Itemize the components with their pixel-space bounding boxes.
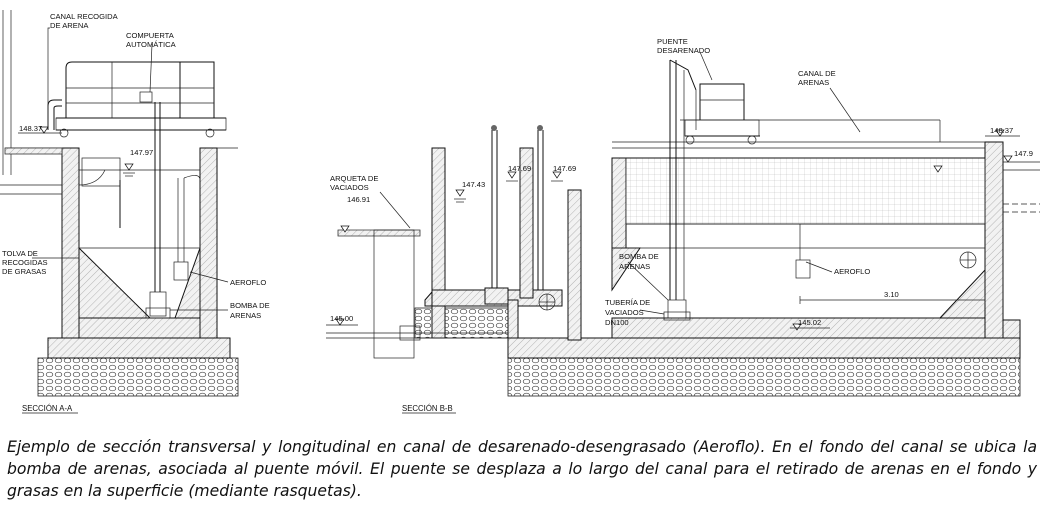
section-b-title: SECCIÓN B-B — [402, 404, 453, 413]
chamber-wall-1 — [431, 147, 446, 339]
technical-drawing: CANAL RECOGIDA DE ARENA COMPUERTA AUTOMÁ… — [0, 10, 1040, 414]
label-aeroflo-b: AEROFLO — [834, 267, 870, 276]
label-canal-arenas-2: ARENAS — [798, 78, 829, 87]
section-a-drawing — [0, 10, 239, 414]
label-aeroflo-a: AEROFLO — [230, 278, 266, 287]
elevation-b-floor: 145.02 — [798, 318, 821, 327]
elevation-b-arqueta: 146.91 — [347, 195, 370, 204]
label-puente-1: PUENTE — [657, 37, 688, 46]
chamber-wall-3 — [567, 189, 582, 341]
label-bomba-b-1: BOMBA DE — [619, 252, 659, 261]
labels-section-b: ARQUETA DE VACIADOS 146.91 147.43 147.69… — [330, 37, 1033, 413]
label-tolva-3: DE GRASAS — [2, 267, 46, 276]
label-compuerta-1: COMPUERTA — [126, 31, 175, 40]
elevation-b-top: 148.37 — [990, 126, 1013, 135]
elevation-b-l2: 147.69 — [508, 164, 531, 173]
label-tuberia-1: TUBERÍA DE — [605, 298, 650, 307]
label-puente-2: DESARENADO — [657, 46, 710, 55]
label-tuberia-2: VACIADOS — [605, 308, 644, 317]
elevation-b-bottom: 145.00 — [330, 314, 353, 323]
right-wall-a — [199, 147, 218, 339]
chamber-wall-2 — [519, 147, 534, 299]
label-bomba-a-1: BOMBA DE — [230, 301, 270, 310]
label-arqueta-1: ARQUETA DE — [330, 174, 378, 183]
elevation-b-l3: 147.69 — [553, 164, 576, 173]
dimension-310: 3.10 — [884, 290, 899, 299]
label-canal-recogida-2: DE ARENA — [50, 21, 89, 30]
label-canal-recogida-1: CANAL RECOGIDA — [50, 12, 119, 21]
base-slab-a — [47, 337, 231, 359]
gravel-bed-b — [507, 357, 1021, 397]
labels-section-a: CANAL RECOGIDA DE ARENA COMPUERTA AUTOMÁ… — [2, 12, 270, 413]
main-channel-right-wall — [984, 141, 1004, 339]
left-wall-a — [61, 147, 80, 339]
label-compuerta-2: AUTOMÁTICA — [126, 40, 177, 49]
label-tolva-1: TOLVA DE — [2, 249, 38, 258]
main-channel-left-wall — [611, 157, 627, 249]
label-bomba-b-2: ARENAS — [619, 262, 650, 271]
elevation-b-water: 147.9 — [1014, 149, 1033, 158]
label-arqueta-2: VACIADOS — [330, 183, 369, 192]
elevation-a-top: 148.37 — [19, 124, 42, 133]
label-tolva-2: RECOGIDAS — [2, 258, 48, 267]
label-tuberia-3: DN100 — [605, 318, 629, 327]
section-a-title: SECCIÓN A-A — [22, 404, 73, 413]
label-bomba-a-2: ARENAS — [230, 311, 261, 320]
section-b-drawing — [326, 51, 1040, 414]
elevation-b-l1: 147.43 — [462, 180, 485, 189]
gravel-bed-a — [37, 357, 239, 397]
label-canal-arenas-1: CANAL DE — [798, 69, 836, 78]
figure-caption: Ejemplo de sección transversal y longitu… — [7, 438, 1037, 500]
elevation-a-water: 147.97 — [130, 148, 153, 157]
base-slab-b — [507, 337, 1021, 359]
